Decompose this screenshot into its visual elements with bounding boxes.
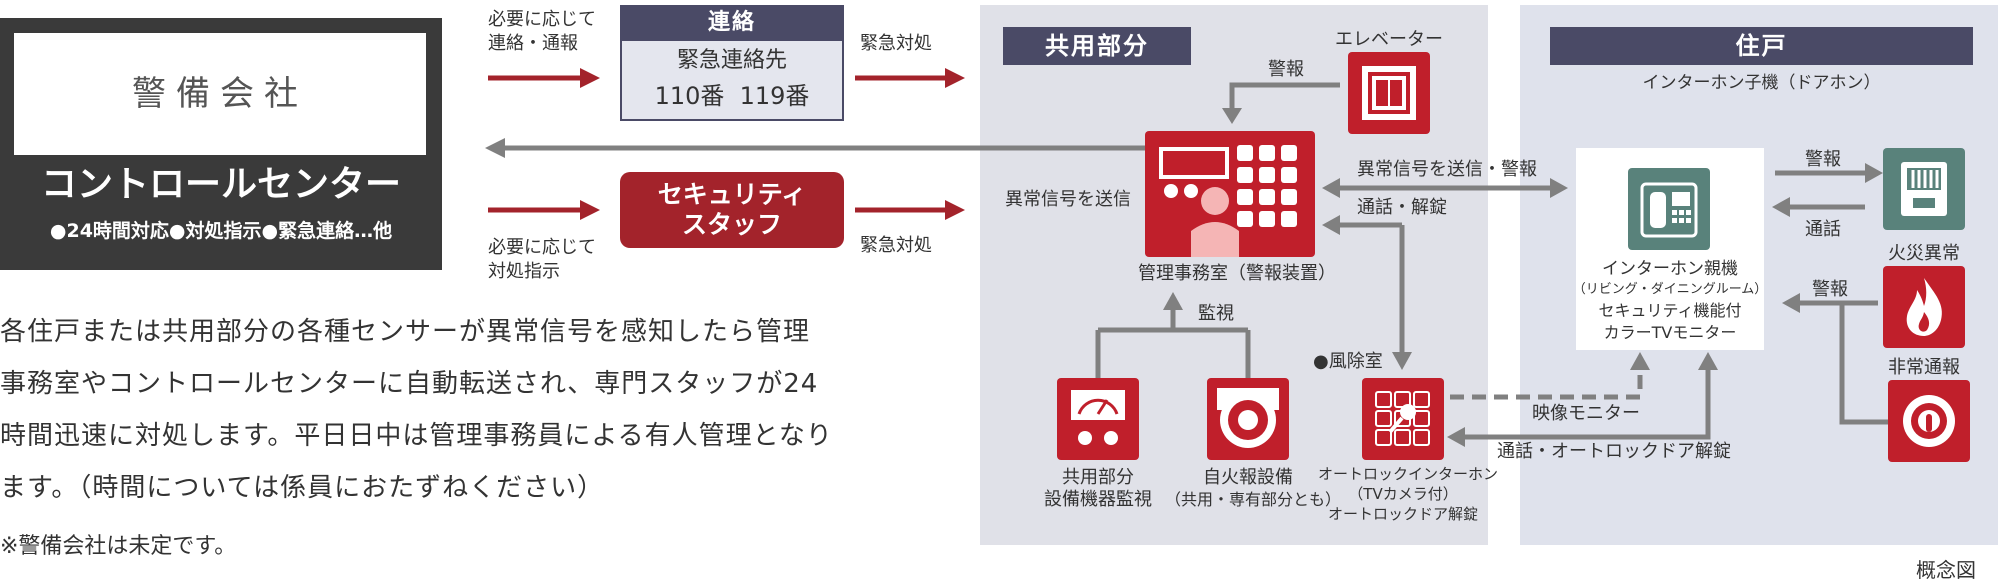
security-staff-label-1: セキュリティ xyxy=(657,180,807,209)
link-send-abnormal-alarm: 異常信号を送信・警報 xyxy=(1357,159,1537,180)
management-office-icon xyxy=(1145,131,1315,257)
description-line-1: 各住戸または共用部分の各種センサーが異常信号を感知したら管理 xyxy=(0,317,811,347)
shared-area-header: 共用部分 xyxy=(1003,27,1191,65)
link-video-monitor: 映像モニター xyxy=(1532,403,1640,424)
fire-alarm-label-1: 自火報設備 xyxy=(1203,467,1293,488)
description-line-4: ます。（時間については係員におたずねください） xyxy=(0,473,605,503)
contact-box-line1: 緊急連絡先 xyxy=(676,48,787,73)
elevator-label: エレベーター xyxy=(1335,29,1443,50)
home-call-label: 通話 xyxy=(1805,219,1841,240)
door-intercom-label: インターホン子機（ドアホン） xyxy=(1642,73,1881,93)
home-alarm-label-1: 警報 xyxy=(1805,149,1841,170)
master-intercom-icon xyxy=(1628,168,1710,250)
control-center-subtitle: ●24時間対応●対処指示●緊急連絡…他 xyxy=(49,220,393,242)
emergency-call-icon xyxy=(1888,380,1970,462)
red-flow-arrows xyxy=(488,75,945,213)
autolock-intercom-label-2: （TVカメラ付） xyxy=(1348,485,1458,503)
contact-box-line2: 110番 119番 xyxy=(654,82,810,110)
elevator-icon xyxy=(1348,52,1430,134)
fire-alarm-label-2: （共用・専有部分とも） xyxy=(1165,490,1342,509)
description-line-2: 事務室やコントロールセンターに自動転送され、専門スタッフが24 xyxy=(0,369,819,399)
link-call-unlock: 通話・解錠 xyxy=(1357,197,1447,218)
equipment-monitor-label-2: 設備機器監視 xyxy=(1044,489,1152,510)
elevator-alarm-label: 警報 xyxy=(1268,59,1304,80)
master-intercom-label-3: セキュリティ機能付 xyxy=(1598,301,1742,320)
control-center-title: コントロールセンター xyxy=(40,164,401,205)
equipment-monitor-label-1: 共用部分 xyxy=(1062,467,1134,488)
note-text: ※警備会社は未定です。 xyxy=(0,534,237,559)
windbreak-room-label: ●風除室 xyxy=(1313,351,1383,372)
security-company-name: 警備会社 xyxy=(132,74,308,114)
label-instruct-if-needed-2: 対処指示 xyxy=(488,261,560,282)
description-line-3: 時間迅速に対処します。平日日中は管理事務員による有人管理となり xyxy=(0,421,833,451)
autolock-intercom-icon xyxy=(1362,378,1444,460)
security-staff-box xyxy=(620,172,844,248)
monitor-label: 監視 xyxy=(1198,303,1234,324)
link-call-autolock-unlock: 通話・オートロックドア解錠 xyxy=(1497,441,1731,462)
equipment-monitor-icon xyxy=(1057,378,1139,460)
security-company-name-box: 警備会社 xyxy=(14,33,426,155)
label-contact-if-needed-1: 必要に応じて xyxy=(488,9,596,30)
home-alarm-label-2: 警報 xyxy=(1812,279,1848,300)
emergency-call-label: 非常通報 xyxy=(1888,357,1960,378)
master-intercom-label-1: インターホン親機 xyxy=(1602,259,1738,279)
concept-label: 概念図 xyxy=(1916,558,1976,582)
autolock-intercom-label-3: オートロックドア解錠 xyxy=(1327,505,1478,523)
autolock-intercom-label-1: オートロックインターホン xyxy=(1318,465,1499,483)
security-staff-label-2: スタッフ xyxy=(681,210,782,239)
master-intercom-label-4: カラーTVモニター xyxy=(1603,323,1737,342)
fire-label: 火災異常 xyxy=(1888,243,1960,264)
management-office-label: 管理事務室（警報装置） xyxy=(1138,263,1336,284)
label-emergency-1: 緊急対処 xyxy=(860,33,932,54)
label-emergency-2: 緊急対処 xyxy=(860,235,932,256)
door-intercom-icon xyxy=(1883,148,1965,230)
label-contact-if-needed-2: 連絡・通報 xyxy=(488,33,578,54)
residence-header: 住戸 xyxy=(1550,27,1973,65)
master-intercom-label-2: （リビング・ダイニングルーム） xyxy=(1572,282,1768,297)
contact-box-header: 連絡 xyxy=(620,5,844,41)
fire-alarm-icon xyxy=(1207,378,1289,460)
send-abnormal-label: 異常信号を送信 xyxy=(1005,189,1131,210)
fire-icon xyxy=(1883,266,1965,348)
label-instruct-if-needed-1: 必要に応じて xyxy=(488,237,596,258)
